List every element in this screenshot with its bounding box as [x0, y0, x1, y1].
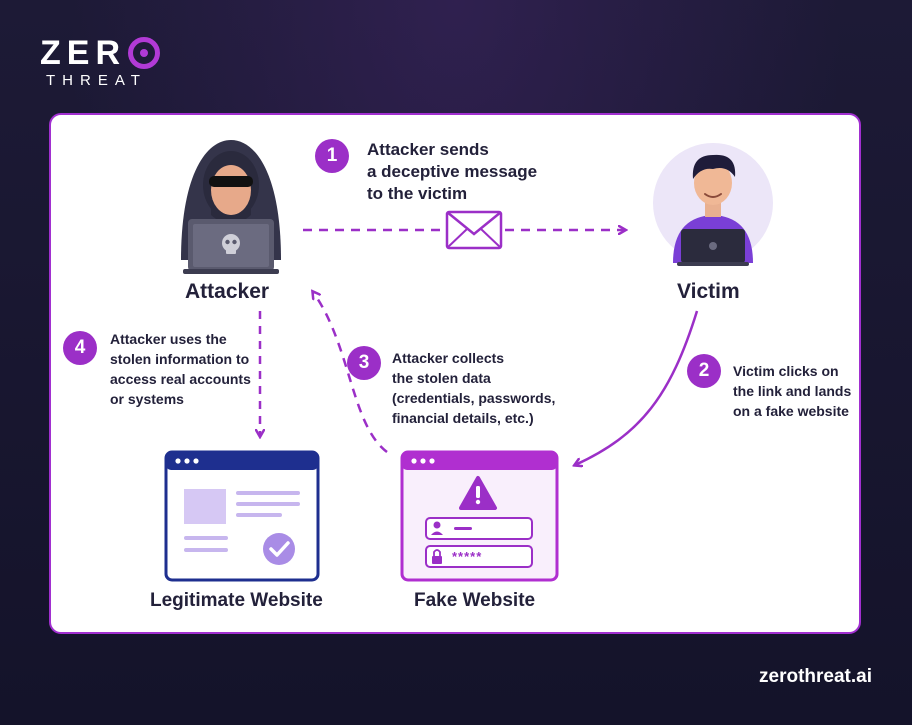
attacker-label: Attacker — [185, 280, 270, 303]
zerothreat-logo: ZER THREAT — [40, 36, 160, 89]
diagram-card: ***** Attacker Victim Legitimate Website… — [49, 113, 861, 634]
step-2-badge: 2 — [687, 354, 721, 388]
step-4-badge: 4 — [63, 331, 97, 365]
legitimate-website-label: Legitimate Website — [150, 590, 323, 611]
flow-arrows — [164, 140, 773, 582]
password-mask: ***** — [452, 549, 483, 564]
arrow-fake-to-attacker — [313, 292, 388, 453]
attacker-illustration — [181, 140, 281, 274]
step-1-badge: 1 — [315, 139, 349, 173]
logo-subtitle: THREAT — [46, 72, 147, 89]
logo-o-icon — [128, 37, 160, 69]
fake-website-illustration — [400, 450, 559, 582]
step-3-badge: 3 — [347, 346, 381, 380]
victim-illustration — [653, 143, 773, 266]
legitimate-website-illustration — [164, 450, 320, 582]
arrow-victim-to-fake — [575, 310, 699, 465]
logo-word: ZER — [40, 34, 126, 72]
fake-website-label: Fake Website — [414, 590, 536, 611]
envelope-icon — [445, 210, 503, 250]
footer-url: zerothreat.ai — [759, 666, 872, 687]
victim-label: Victim — [677, 280, 740, 303]
